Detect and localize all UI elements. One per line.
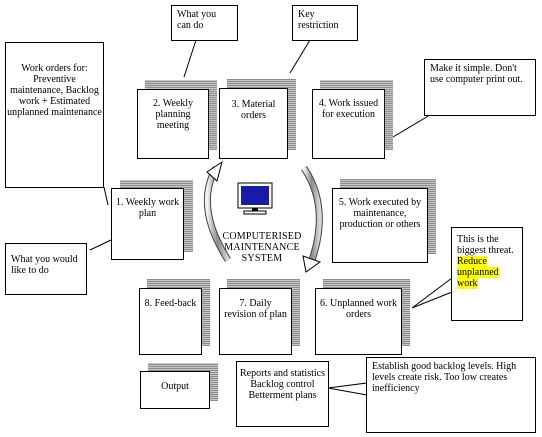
output-text: Output: [161, 381, 189, 392]
output-box: Output: [140, 371, 210, 409]
step-weekly-work-plan: 1. Weekly work plan: [111, 188, 184, 260]
step-work-executed-text: 5. Work executed by maintenance, product…: [338, 197, 422, 230]
step-material-orders-text: 3. Material orders: [231, 99, 276, 121]
step-unplanned-work-orders: 6. Unplanned work orders: [315, 288, 402, 355]
step-work-issued-text: 4. Work issued for execution: [318, 98, 379, 120]
step-feedback: 8. Feed-back: [139, 288, 202, 355]
step-daily-revision-text: 7. Daily revision of plan: [224, 298, 287, 320]
callout-key-restriction: Key restriction: [292, 5, 358, 41]
reports-box: Reports and statistics Backlog control B…: [236, 361, 329, 427]
step-weekly-planning-meeting: 2. Weekly planning meeting: [137, 89, 209, 159]
callout-make-it-simple-text: Make it simple. Don't use computer print…: [430, 63, 523, 85]
callout-work-orders-for: Work orders for: Preventive maintenance,…: [5, 42, 104, 188]
step-work-issued: 4. Work issued for execution: [312, 89, 385, 159]
step-weekly-work-plan-text: 1. Weekly work plan: [115, 197, 180, 219]
step-work-executed: 5. Work executed by maintenance, product…: [332, 188, 428, 263]
connector-what-you-would-like: [89, 239, 112, 251]
center-system-title: COMPUTERISED MAINTENANCE SYSTEM: [222, 231, 302, 264]
callout-what-you-can-do-text: What you can do: [177, 9, 217, 31]
reports-text: Reports and statistics Backlog control B…: [240, 368, 325, 401]
connector-establish-backlog: [327, 382, 368, 396]
step-daily-revision: 7. Daily revision of plan: [219, 288, 292, 355]
callout-make-it-simple: Make it simple. Don't use computer print…: [424, 59, 536, 116]
callout-what-you-would-like: What you would like to do: [5, 243, 87, 295]
center-system-label: COMPUTERISED MAINTENANCE SYSTEM: [214, 231, 310, 264]
computer-monitor-icon: [237, 182, 273, 215]
callout-work-orders-for-text: Work orders for: Preventive maintenance,…: [7, 63, 102, 118]
step-material-orders: 3. Material orders: [219, 88, 288, 159]
connector-what-you-can-do: [183, 39, 197, 78]
step-feedback-text: 8. Feed-back: [144, 298, 197, 309]
callout-biggest-threat-text: This is the biggest threat.: [457, 234, 514, 256]
callout-what-you-can-do: What you can do: [171, 5, 238, 41]
connector-work-orders: [103, 186, 109, 206]
connector-key-restriction: [289, 39, 311, 74]
callout-biggest-threat: This is the biggest threat. Reduce unpla…: [451, 227, 523, 321]
step-weekly-planning-text: 2. Weekly planning meeting: [152, 98, 194, 131]
callout-what-you-would-like-text: What you would like to do: [11, 254, 78, 276]
callout-key-restriction-text: Key restriction: [298, 9, 339, 31]
callout-reduce-unplanned-text: Reduce unplanned work: [457, 256, 499, 289]
callout-establish-backlog-text: Establish good backlog levels. High leve…: [372, 361, 517, 394]
connector-biggest-threat: [411, 277, 453, 309]
connector-make-it-simple: [392, 114, 431, 138]
step-unplanned-work-orders-text: 6. Unplanned work orders: [320, 298, 397, 320]
callout-establish-backlog: Establish good backlog levels. High leve…: [366, 357, 536, 433]
